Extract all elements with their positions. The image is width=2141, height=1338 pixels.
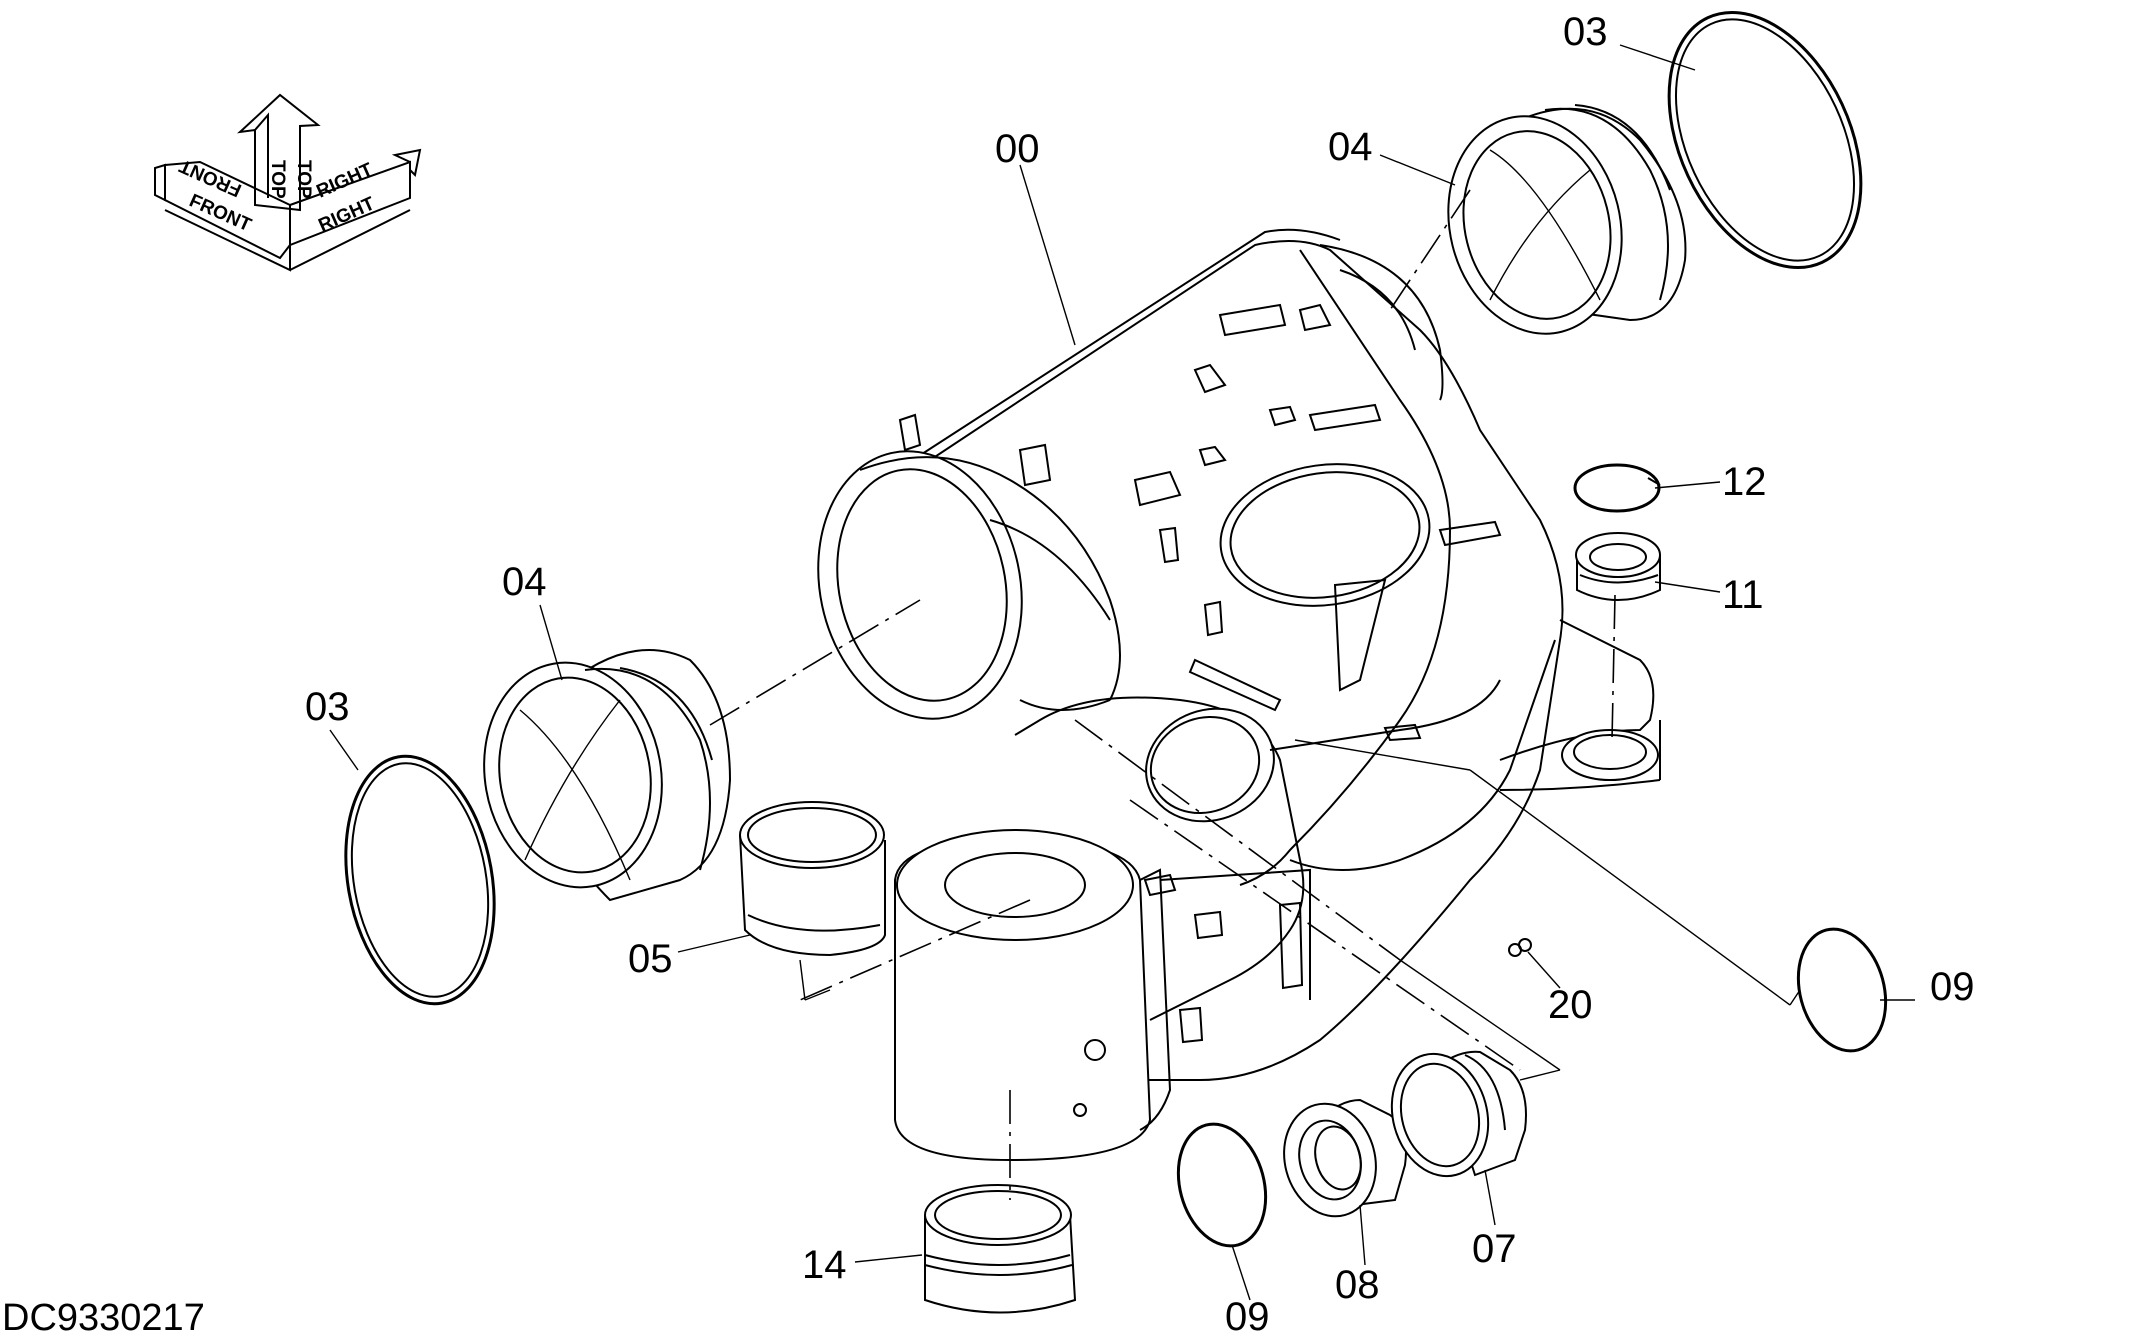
- callouts: 00 03 04 04 03 05 12 11 09 20 07 08 09 1…: [305, 10, 1975, 1338]
- assembly-centerlines: [709, 189, 1801, 1200]
- snap-ring-09-right: [1796, 927, 1888, 1053]
- snap-ring-03-top: [1667, 10, 1863, 270]
- housing-body-00: [817, 228, 1661, 1162]
- callout-08: 08: [1335, 1263, 1380, 1307]
- snap-ring-03-left: [344, 754, 496, 1006]
- callout-07: 07: [1472, 1227, 1517, 1271]
- callout-09-right: 09: [1930, 965, 1975, 1009]
- sleeve-04-left: [483, 649, 732, 902]
- orientation-indicator: FRONT FRONT TOP TOP RIGHT RIGHT: [154, 93, 422, 272]
- orientation-top-label: TOP: [267, 160, 288, 199]
- callout-04-top: 04: [1328, 125, 1373, 169]
- callout-03-left: 03: [305, 685, 350, 729]
- callout-04-left: 04: [502, 560, 547, 604]
- orientation-top-label-mirror: TOP: [293, 160, 314, 199]
- bearing-11: [1575, 532, 1661, 601]
- orientation-front-label-mirror: FRONT: [176, 155, 245, 201]
- leader-lines: [329, 44, 1915, 1301]
- snap-ring-12: [1573, 463, 1661, 513]
- callout-12: 12: [1722, 460, 1767, 504]
- callout-05: 05: [628, 937, 673, 981]
- callout-14: 14: [802, 1243, 847, 1287]
- callout-09-bottom: 09: [1225, 1295, 1270, 1338]
- callout-11: 11: [1722, 573, 1764, 617]
- callout-03-top: 03: [1563, 10, 1608, 54]
- bushing-14: [924, 1184, 1077, 1314]
- orientation-front-label: FRONT: [186, 190, 255, 236]
- sleeve-04-top: [1447, 104, 1687, 335]
- drawing-number: DC9330217: [2, 1297, 205, 1338]
- plug-20: [1518, 938, 1532, 952]
- bushing-05: [739, 801, 886, 957]
- bushing-07: [1390, 1050, 1527, 1178]
- bearing-08: [1283, 1098, 1407, 1218]
- callout-00: 00: [995, 127, 1040, 171]
- callout-20: 20: [1548, 983, 1593, 1027]
- snap-ring-09-bottom: [1176, 1122, 1268, 1248]
